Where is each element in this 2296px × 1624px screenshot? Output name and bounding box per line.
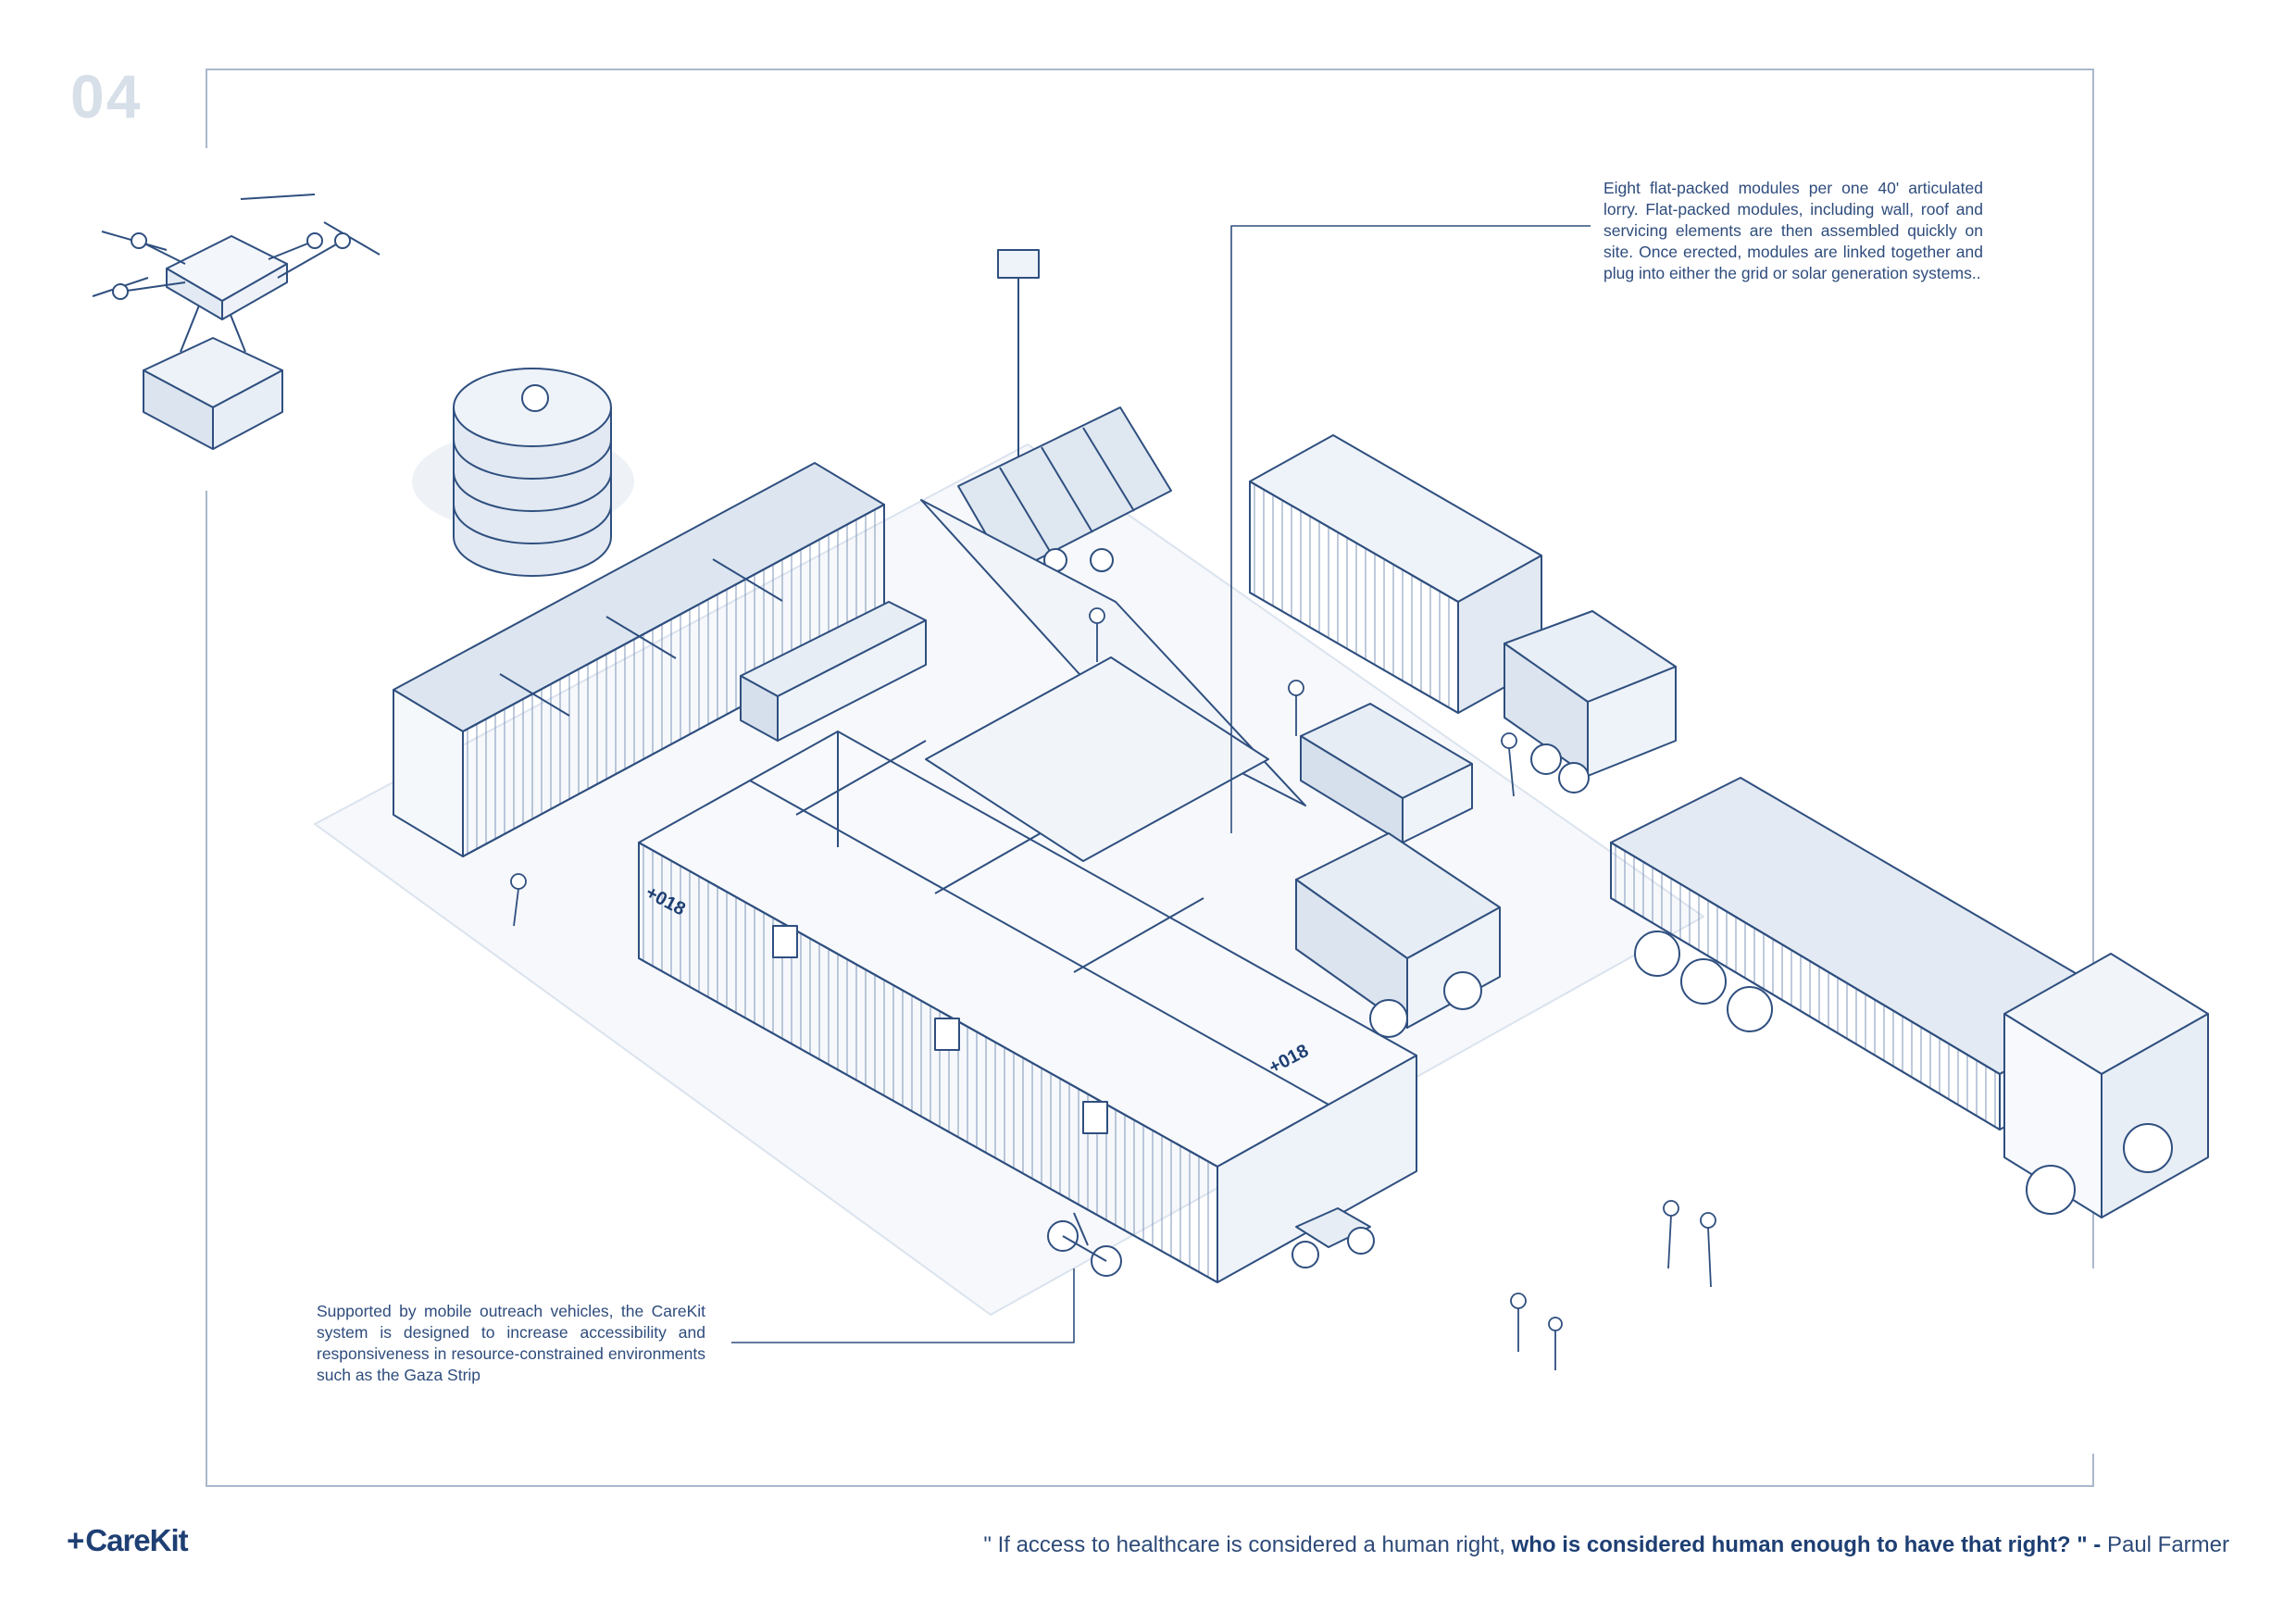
page-number: 04: [70, 62, 143, 131]
quote-text: " If access to healthcare is considered …: [983, 1532, 1512, 1557]
supply-pallets-left: [740, 601, 927, 742]
carekit-wordmark: CareKit: [85, 1523, 188, 1557]
carekit-logo: + CareKit: [67, 1523, 189, 1558]
leader-line-outreach: [731, 1268, 1075, 1343]
clinic-modules: [638, 499, 1417, 1283]
supply-annotation: Eight flat-packed modules per one 40' ar…: [1603, 179, 1983, 282]
quote-emphasis: who is considered human enough to have t…: [1511, 1532, 2102, 1557]
footer-quote: " If access to healthcare is considered …: [983, 1532, 2229, 1558]
shipping-container-right: [1249, 434, 1542, 714]
solar-trailer: [957, 249, 1172, 575]
frame-gap-right: [2085, 1268, 2103, 1454]
people-figures: [510, 607, 1716, 1370]
water-tank: [412, 368, 634, 577]
outreach-atv: [1292, 1207, 1375, 1268]
forklift: [1295, 832, 1501, 1038]
drawing-frame: [206, 69, 2094, 1487]
supply-pallets-right: [1300, 703, 1473, 843]
outreach-annotation: Supported by mobile outreach vehicles, t…: [317, 1302, 705, 1384]
outreach-motorbike: [1047, 1212, 1122, 1277]
quote-author: Paul Farmer: [2101, 1532, 2229, 1557]
leader-line-supply: [1230, 225, 1591, 833]
articulated-lorry: [1610, 777, 2209, 1218]
delivery-drone: [92, 194, 381, 450]
carekit-plus-icon: +: [67, 1523, 84, 1557]
generator-trailer: [1504, 610, 1677, 793]
storage-container-left: [393, 462, 885, 857]
